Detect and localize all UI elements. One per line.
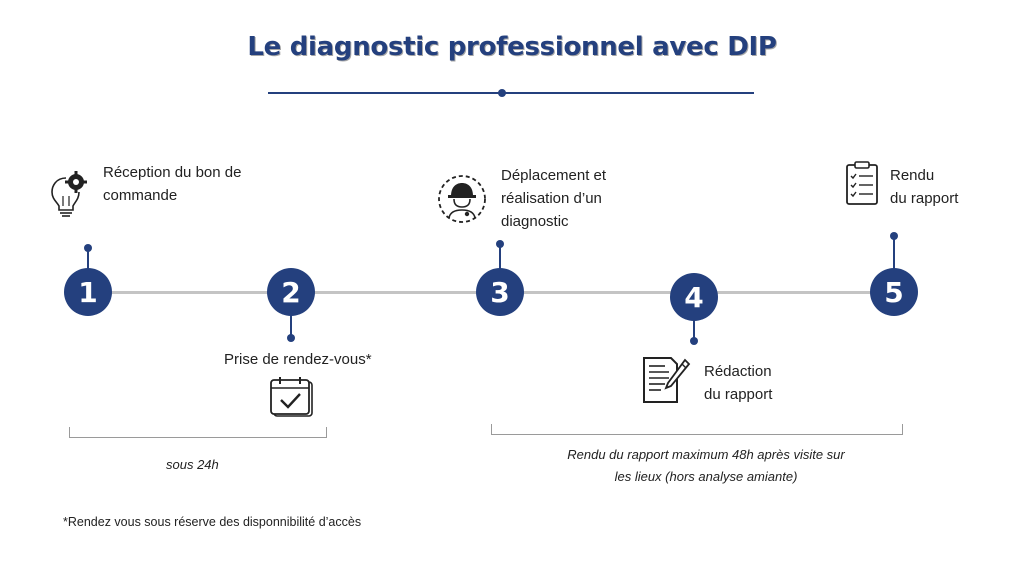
title-divider <box>268 92 754 94</box>
step-3-label-line: Déplacement et <box>501 167 607 184</box>
document-pen-icon <box>641 356 691 406</box>
step-5-label-line: du rapport <box>890 190 959 207</box>
step-5-label: Rendu du rapport <box>890 164 958 210</box>
step-3-connector <box>499 244 501 270</box>
step-2-connector-dot <box>287 334 295 342</box>
lightbulb-gear-icon <box>48 170 90 220</box>
step-3-label: Déplacement et réalisation d’un diagnost… <box>501 164 606 233</box>
step-5-circle: 5 <box>870 268 918 316</box>
step-2-label: Prise de rendez-vous* <box>224 351 372 368</box>
duration-48h-label: Rendu du rapport maximum 48h après visit… <box>506 444 906 488</box>
step-2-connector <box>290 314 292 336</box>
footnote: *Rendez vous sous réserve des disponnibi… <box>63 515 362 529</box>
step-1-label: Réception du bon de commande <box>103 161 241 207</box>
step-3-label-line: diagnostic <box>501 213 569 230</box>
duration-48h-label-line: Rendu du rapport maximum 48h après visit… <box>567 447 845 462</box>
technician-helmet-icon <box>437 174 487 224</box>
step-1-connector <box>87 248 89 270</box>
step-5-label-line: Rendu <box>890 167 935 184</box>
page-title: Le diagnostic professionnel avec DIP <box>247 32 777 62</box>
step-4-connector-dot <box>690 337 698 345</box>
step-4-label: Rédaction du rapport <box>704 360 772 406</box>
step-1-label-line: commande <box>103 187 178 204</box>
duration-bracket-48h <box>491 424 903 435</box>
step-3-circle: 3 <box>476 268 524 316</box>
step-4-circle: 4 <box>670 273 718 321</box>
duration-48h-label-line: les lieux (hors analyse amiante) <box>614 469 798 484</box>
calendar-check-icon <box>269 376 315 420</box>
step-4-label-line: Rédaction <box>704 363 772 380</box>
step-5-connector <box>893 236 895 270</box>
title-divider-dot <box>498 89 506 97</box>
duration-24h-label: sous 24h <box>166 457 219 472</box>
step-1-label-line: Réception du bon de <box>103 164 242 181</box>
step-4-label-line: du rapport <box>704 386 773 403</box>
step-1-circle: 1 <box>64 268 112 316</box>
duration-bracket-24h <box>69 427 327 438</box>
step-4-connector <box>693 319 695 339</box>
step-3-label-line: réalisation d’un <box>501 190 602 207</box>
step-2-circle: 2 <box>267 268 315 316</box>
clipboard-checklist-icon <box>845 160 879 206</box>
